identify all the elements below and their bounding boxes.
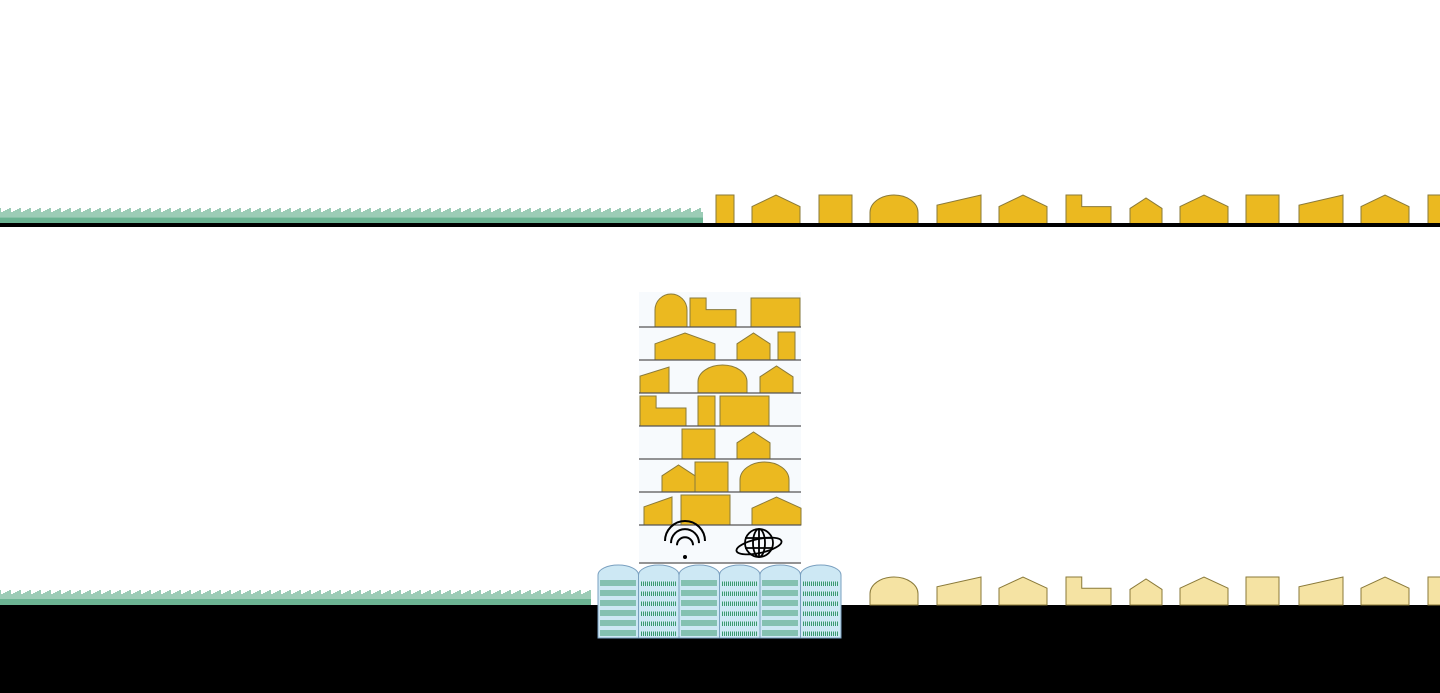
crop-row: [600, 620, 636, 626]
tower-floor-3: [639, 364, 801, 394]
crop-row: [600, 610, 636, 616]
crop-row: [762, 580, 798, 586]
crop-row: [600, 590, 636, 596]
tower-floor-7: [639, 494, 802, 526]
crop-row: [803, 631, 838, 636]
crop-row: [722, 611, 757, 616]
building-tall: [1427, 194, 1440, 225]
top-street: [0, 194, 1440, 227]
building-pentagon: [1179, 194, 1229, 225]
globe-icon: [735, 528, 783, 558]
greenhouse: [719, 564, 761, 639]
building-slope: [936, 576, 982, 606]
building-pentagon: [998, 194, 1048, 225]
building-slope: [1298, 194, 1344, 225]
building-tall: [697, 395, 716, 427]
greenhouse-base: [597, 564, 842, 639]
building-slope: [1298, 576, 1344, 606]
crop-row: [803, 601, 838, 606]
crop-row: [762, 590, 798, 596]
building-slope: [936, 194, 982, 225]
building-wide: [750, 297, 801, 328]
crop-row: [762, 610, 798, 616]
vertical-tower: [639, 292, 802, 564]
crop-row: [641, 621, 676, 626]
building-square: [1427, 576, 1440, 606]
crop-row: [722, 591, 757, 596]
crop-row: [600, 630, 636, 636]
building-lshape: [1065, 576, 1112, 606]
tower-floor-5: [639, 428, 801, 460]
crop-row: [641, 631, 676, 636]
crop-row: [681, 590, 717, 596]
greenhouse: [678, 564, 720, 639]
building-square: [694, 461, 729, 493]
grass-strip: [0, 208, 703, 224]
crop-row: [722, 601, 757, 606]
greenhouse: [800, 564, 842, 639]
grass-strip: [0, 590, 591, 605]
building-square: [818, 194, 853, 225]
greenhouse: [597, 564, 639, 639]
building-wide: [719, 395, 770, 427]
crop-row: [641, 611, 676, 616]
tower-floor-6: [639, 461, 801, 493]
greenhouse: [759, 564, 801, 639]
building-dome: [869, 194, 919, 225]
building-dome: [654, 293, 688, 328]
crop-row: [762, 630, 798, 636]
tower-floor-4: [639, 395, 801, 427]
building-tall: [715, 194, 735, 225]
building-tall: [777, 331, 796, 361]
building-square: [1245, 576, 1280, 606]
crop-row: [803, 611, 838, 616]
crop-row: [722, 581, 757, 586]
wifi-icon: [664, 520, 706, 559]
crop-row: [681, 620, 717, 626]
crop-row: [641, 601, 676, 606]
crop-row: [762, 600, 798, 606]
building-pentagon: [998, 576, 1048, 606]
building-square: [681, 428, 716, 460]
crop-row: [722, 621, 757, 626]
building-pentagon: [1179, 576, 1229, 606]
crop-row: [762, 620, 798, 626]
tower-floor-2: [639, 331, 801, 361]
crop-row: [681, 600, 717, 606]
crop-row: [600, 600, 636, 606]
crop-row: [803, 581, 838, 586]
crop-row: [600, 580, 636, 586]
building-pentagon: [1360, 576, 1410, 606]
building-dome: [869, 576, 919, 606]
crop-row: [641, 591, 676, 596]
crop-row: [803, 591, 838, 596]
bottom-street: [0, 576, 1440, 693]
building-lshape: [1065, 194, 1112, 225]
crop-row: [722, 631, 757, 636]
greenhouse: [638, 564, 680, 639]
crop-row: [681, 610, 717, 616]
crop-row: [681, 630, 717, 636]
building-dome: [739, 461, 790, 493]
building-dome: [697, 364, 748, 394]
building-pentagon: [751, 194, 801, 225]
crop-row: [641, 581, 676, 586]
building-smallpent: [1129, 197, 1163, 225]
building-smallpent: [1129, 578, 1163, 606]
crop-row: [803, 621, 838, 626]
building-square: [1245, 194, 1280, 225]
building-pentagon: [1360, 194, 1410, 225]
crop-row: [681, 580, 717, 586]
street-line: [0, 223, 1440, 227]
tower-floor-1: [639, 293, 801, 328]
